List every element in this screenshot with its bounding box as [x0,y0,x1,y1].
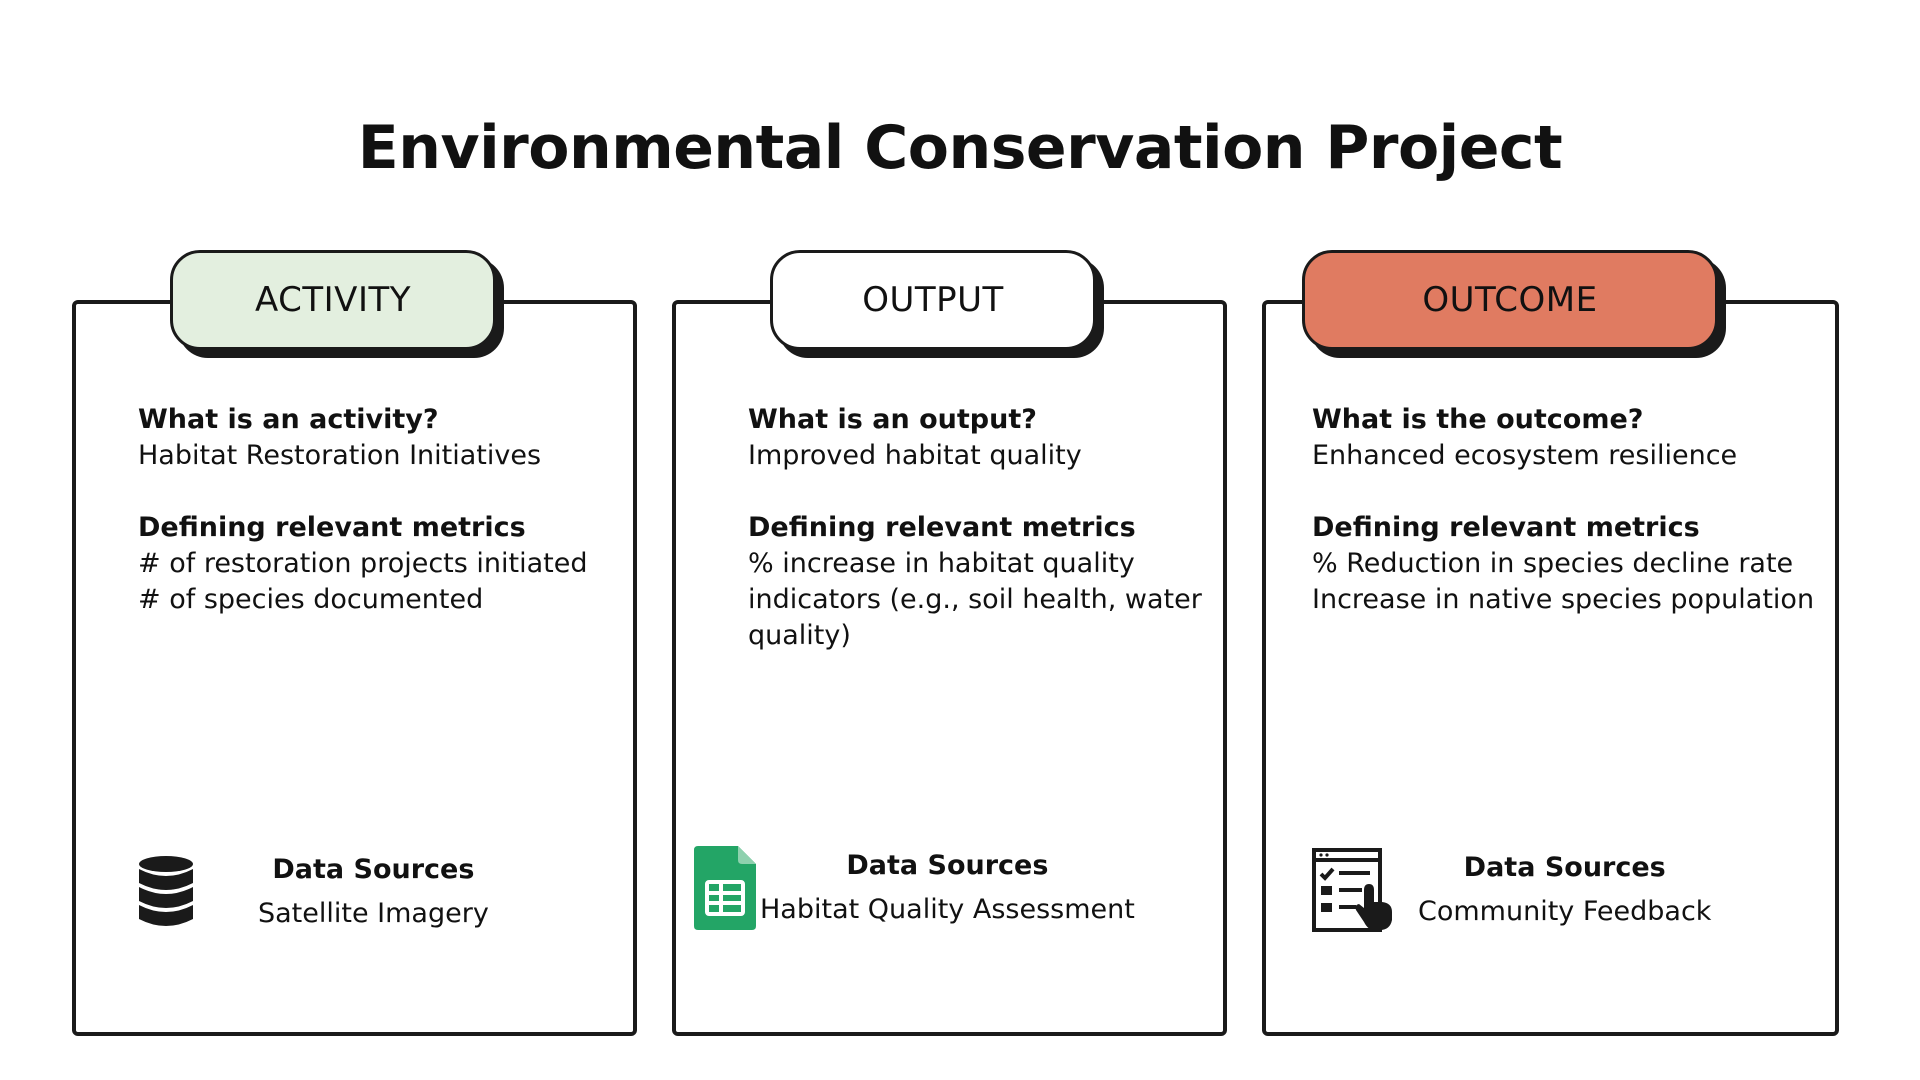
output-question-answer: Improved habitat quality [748,440,1082,471]
output-pill: OUTPUT [770,250,1096,350]
activity-data-sources: Data Sources Satellite Imagery [138,850,489,934]
outcome-question-title: What is the outcome? [1312,404,1644,435]
activity-data-sources-text: Data Sources Satellite Imagery [258,850,489,934]
outcome-data-sources-text: Data Sources Community Feedback [1418,848,1711,932]
outcome-content: What is the outcome? Enhanced ecosystem … [1312,402,1815,618]
spreadsheet-icon [694,846,756,930]
activity-metric-item: # of species documented [138,584,484,615]
outcome-metrics-title: Defining relevant metrics [1312,512,1700,543]
output-data-sources-value: Habitat Quality Assessment [760,894,1135,925]
output-content: What is an output? Improved habitat qual… [748,402,1203,654]
activity-data-sources-title: Data Sources [272,854,475,885]
outcome-data-sources: Data Sources Community Feedback [1312,848,1711,932]
outcome-question-answer: Enhanced ecosystem resilience [1312,440,1738,471]
output-card: OUTPUT What is an output? Improved habit… [672,250,1227,1036]
database-icon [139,856,193,926]
activity-pill: ACTIVITY [170,250,496,350]
outcome-data-sources-title: Data Sources [1463,852,1666,883]
activity-metrics-title: Defining relevant metrics [138,512,526,543]
activity-data-sources-value: Satellite Imagery [258,898,489,929]
outcome-card: OUTCOME What is the outcome? Enhanced ec… [1262,250,1839,1036]
output-data-sources-text: Data Sources Habitat Quality Assessment [760,846,1135,930]
activity-question-title: What is an activity? [138,404,439,435]
output-question-title: What is an output? [748,404,1037,435]
page-title: Environmental Conservation Project [357,113,1563,183]
outcome-data-sources-value: Community Feedback [1418,896,1712,927]
output-data-sources-title: Data Sources [846,850,1049,881]
output-data-sources: Data Sources Habitat Quality Assessment [694,846,1135,930]
output-metric-item: % increase in habitat quality indicators… [748,548,1202,651]
activity-question-answer: Habitat Restoration Initiatives [138,440,542,471]
activity-content: What is an activity? Habitat Restoration… [138,402,613,618]
outcome-pill: OUTCOME [1302,250,1718,350]
output-metrics-title: Defining relevant metrics [748,512,1136,543]
outcome-metric-item: % Reduction in species decline rate [1312,548,1794,579]
survey-checklist-icon [1312,848,1392,932]
outcome-metric-item: Increase in native species population [1312,584,1815,615]
activity-card: ACTIVITY What is an activity? Habitat Re… [72,250,637,1036]
activity-metric-item: # of restoration projects initiated [138,548,588,579]
